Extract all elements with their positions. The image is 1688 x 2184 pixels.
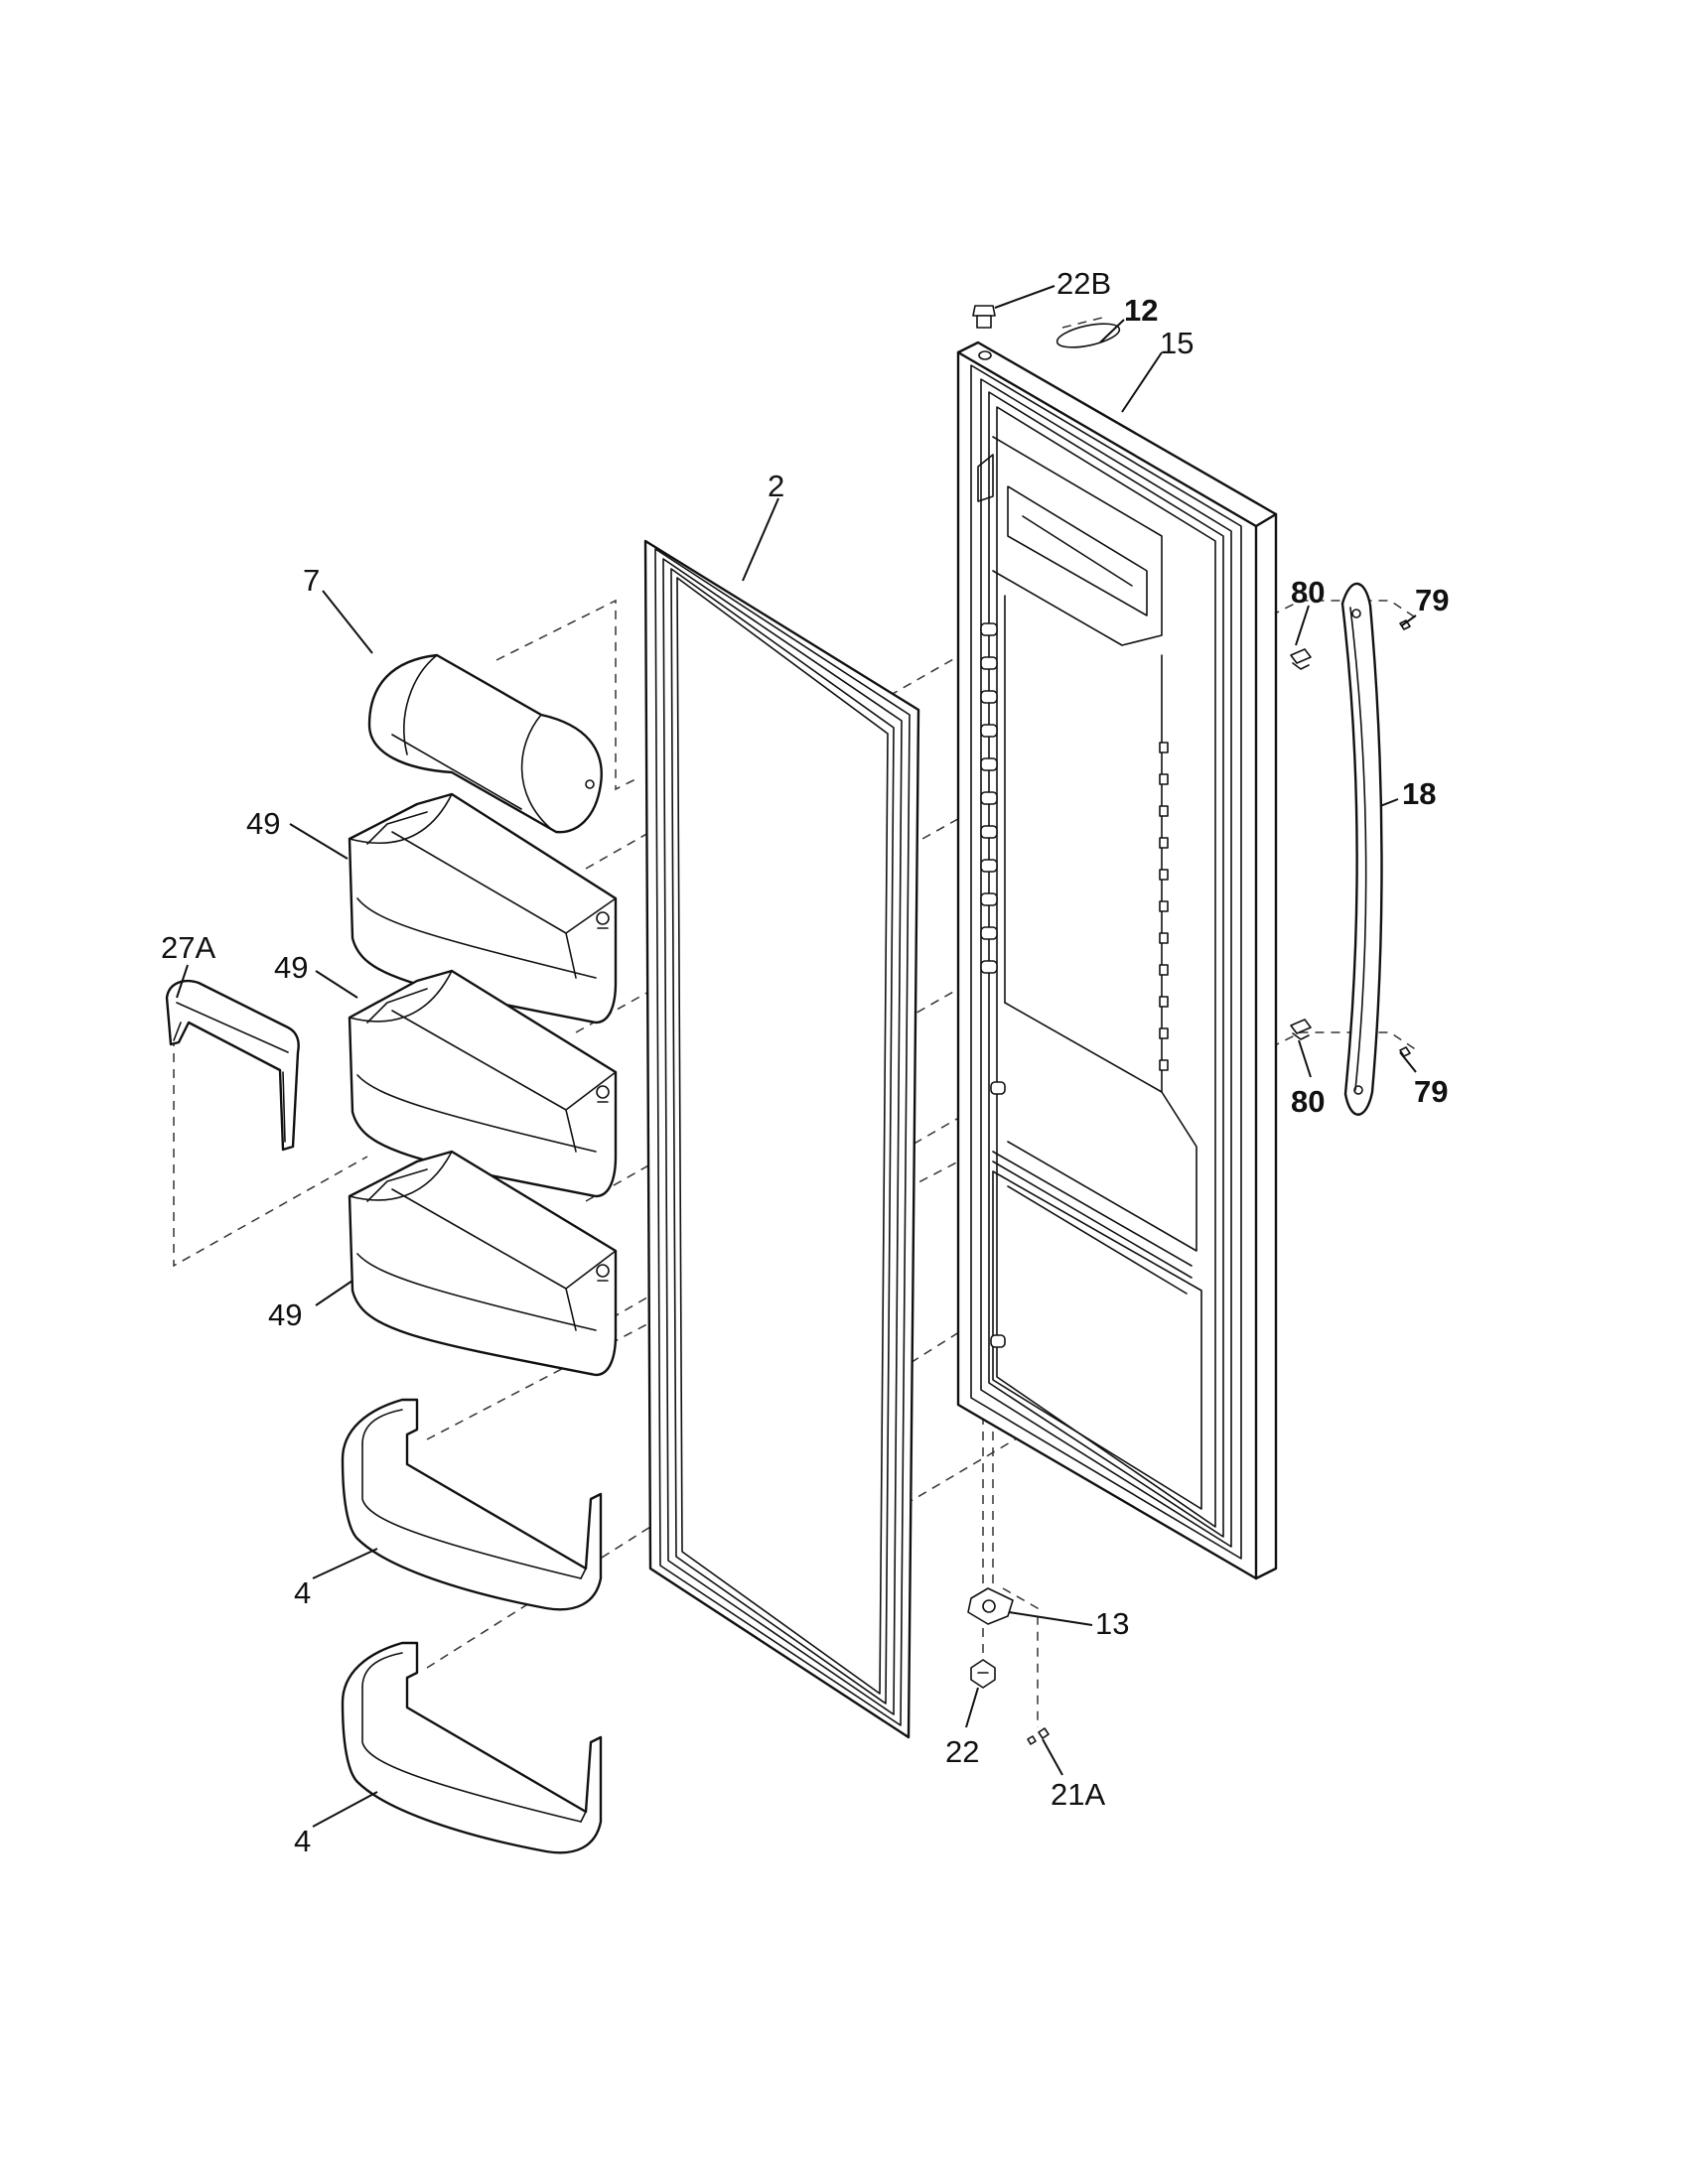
callout-22B: 22B: [1056, 266, 1111, 301]
callout-80-top: 80: [1291, 575, 1325, 610]
callout-7: 7: [303, 563, 320, 598]
callout-15: 15: [1160, 326, 1194, 360]
callout-13: 13: [1095, 1606, 1129, 1641]
callout-21A: 21A: [1051, 1777, 1105, 1812]
callout-4-lower: 4: [294, 1824, 311, 1858]
callout-49-upper: 49: [246, 806, 280, 841]
handle-screws: [1399, 619, 1411, 1057]
callout-79-bottom: 79: [1414, 1074, 1448, 1109]
callout-49-middle: 49: [274, 950, 308, 985]
callout-27A: 27A: [161, 930, 215, 965]
callout-80-bottom: 80: [1291, 1084, 1325, 1119]
door-shelf-upper: [341, 1398, 603, 1611]
shelf-support-nubs: [980, 622, 1169, 1348]
callout-49-lower: 49: [268, 1297, 302, 1332]
door-bin-middle: [348, 969, 618, 1198]
top-gasket-cap: [1055, 323, 1121, 348]
callout-22: 22: [945, 1734, 979, 1769]
handle-studs: [1290, 648, 1312, 1040]
leader-lines: [176, 285, 1417, 1828]
door-gasket: [643, 539, 920, 1739]
callout-labels: 22B 12 15 2 7 80 79 18 49 27A 49 80 79 4…: [161, 266, 1449, 1858]
door-handle: [1340, 582, 1383, 1116]
callout-4-upper: 4: [294, 1575, 311, 1610]
door-bin-upper: [348, 792, 618, 1024]
callout-18: 18: [1402, 776, 1436, 811]
callout-79-top: 79: [1415, 583, 1449, 617]
hinge-screws: [1027, 1727, 1050, 1745]
callout-12: 12: [1124, 293, 1158, 328]
bottom-hinge-bracket: [967, 1587, 1014, 1625]
door-bin-lower: [348, 1150, 618, 1377]
hinge-bushing: [970, 1659, 996, 1689]
bin-retainer: [165, 979, 300, 1152]
callout-2: 2: [768, 469, 784, 503]
dairy-cover: [367, 653, 603, 834]
door-liner: [956, 341, 1278, 1580]
top-hinge-plug: [972, 305, 996, 360]
door-shelf-lower: [341, 1641, 603, 1854]
